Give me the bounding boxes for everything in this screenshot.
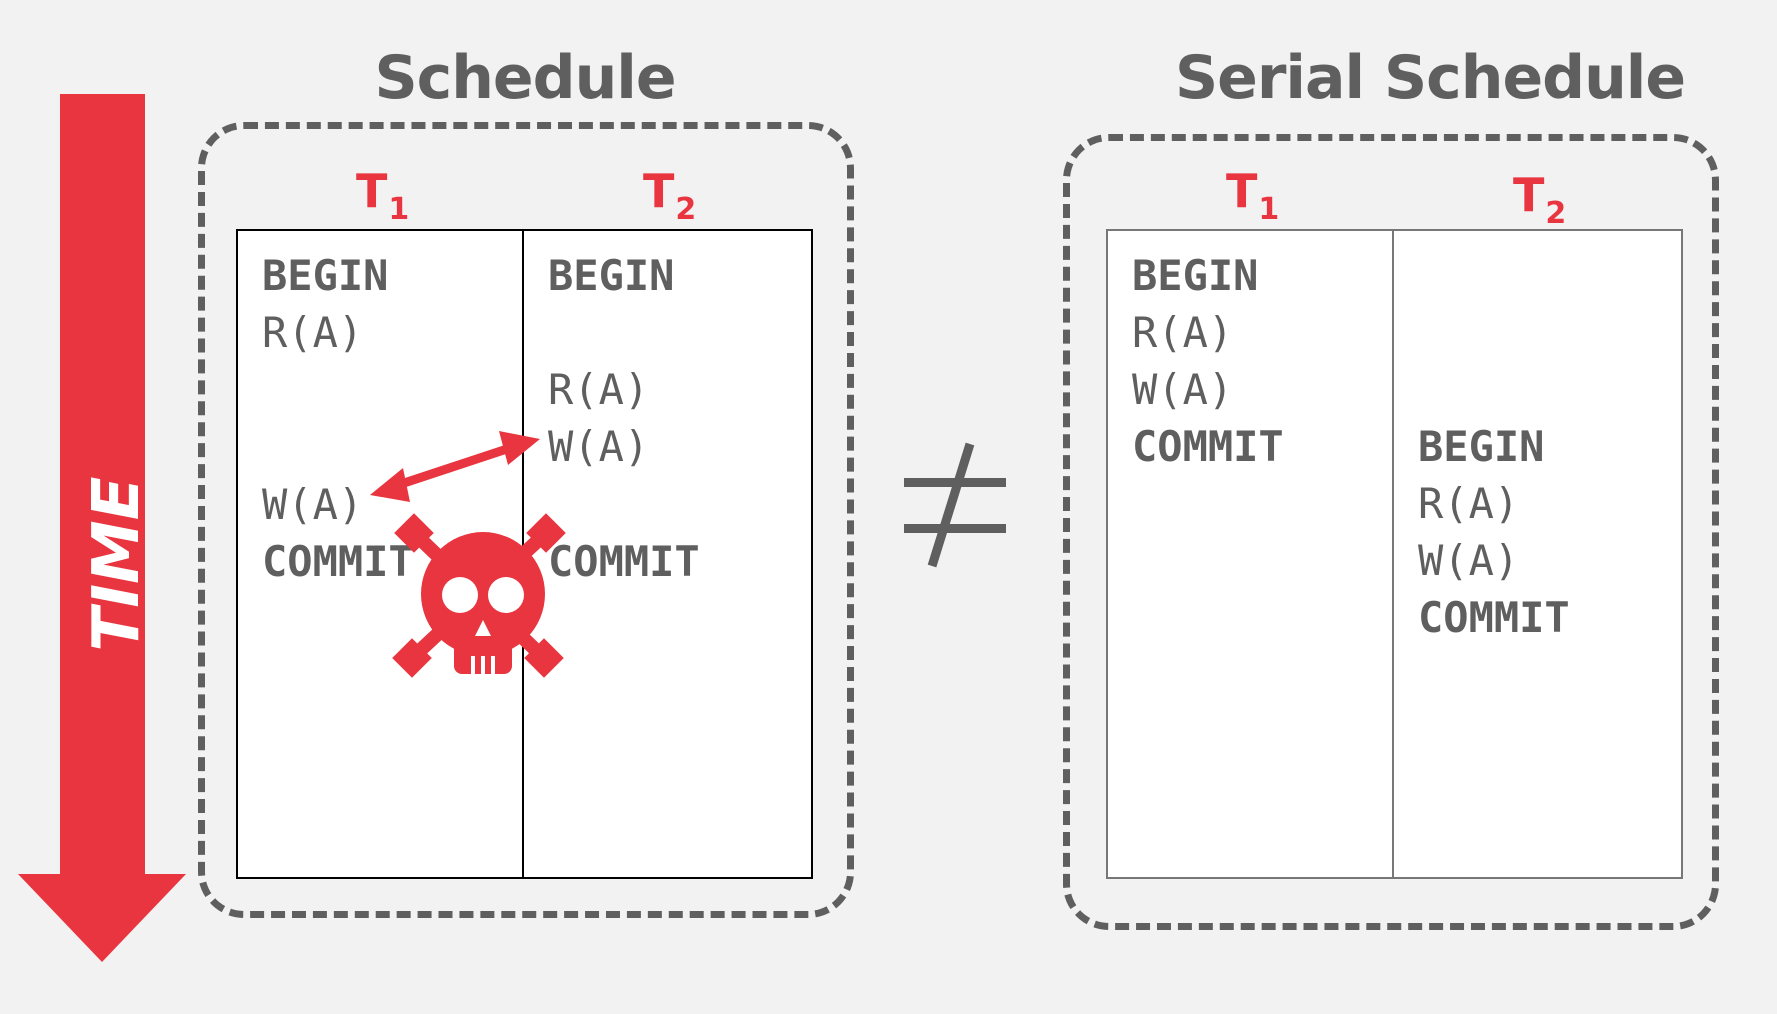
- schedule-t2-column: BEGIN R(A) W(A) COMMIT: [524, 231, 811, 877]
- serial-t1-label: T1: [1226, 164, 1280, 227]
- serial-t2-write: W(A): [1418, 536, 1520, 585]
- schedule-t2-begin: BEGIN: [548, 251, 675, 300]
- schedule-t2-write: W(A): [548, 422, 650, 471]
- serial-t1-commit: COMMIT: [1132, 422, 1284, 471]
- schedule-t2-commit: COMMIT: [548, 537, 700, 586]
- serial-schedule-frame: [1063, 134, 1719, 930]
- serial-t2-begin: BEGIN: [1418, 422, 1545, 471]
- serial-t2-column: BEGIN R(A) W(A) COMMIT: [1394, 231, 1681, 877]
- time-label: TIME: [80, 477, 154, 652]
- schedule-t2-label: T2: [643, 164, 697, 227]
- schedule-frame: [198, 122, 854, 918]
- serial-schedule-title: Serial Schedule: [1174, 43, 1686, 113]
- schedule-t1-read: R(A): [262, 308, 364, 357]
- serial-t1-write: W(A): [1132, 365, 1234, 414]
- schedule-t1-commit: COMMIT: [262, 537, 414, 586]
- schedule-t1-label: T1: [356, 164, 410, 227]
- schedule-t2-read: R(A): [548, 365, 650, 414]
- serial-t2-commit: COMMIT: [1418, 593, 1570, 642]
- schedule-t1-write: W(A): [262, 480, 364, 529]
- serial-t1-begin: BEGIN: [1132, 251, 1259, 300]
- serial-t2-read: R(A): [1418, 479, 1520, 528]
- schedule-t1-column: BEGIN R(A) W(A) COMMIT: [238, 231, 524, 877]
- schedule-t1-begin: BEGIN: [262, 251, 389, 300]
- serial-t2-label: T2: [1513, 168, 1567, 231]
- time-arrow-shape: [18, 94, 186, 962]
- not-equal-symbol: [904, 442, 1006, 568]
- time-arrow: TIME: [18, 94, 186, 962]
- schedule-title: Schedule: [374, 43, 676, 113]
- serial-t1-read: R(A): [1132, 308, 1234, 357]
- schedule-table: BEGIN R(A) W(A) COMMIT BEGIN R(A) W(A) C…: [236, 229, 813, 879]
- serial-t1-column: BEGIN R(A) W(A) COMMIT: [1108, 231, 1394, 877]
- serial-schedule-table: BEGIN R(A) W(A) COMMIT BEGIN R(A) W(A) C…: [1106, 229, 1683, 879]
